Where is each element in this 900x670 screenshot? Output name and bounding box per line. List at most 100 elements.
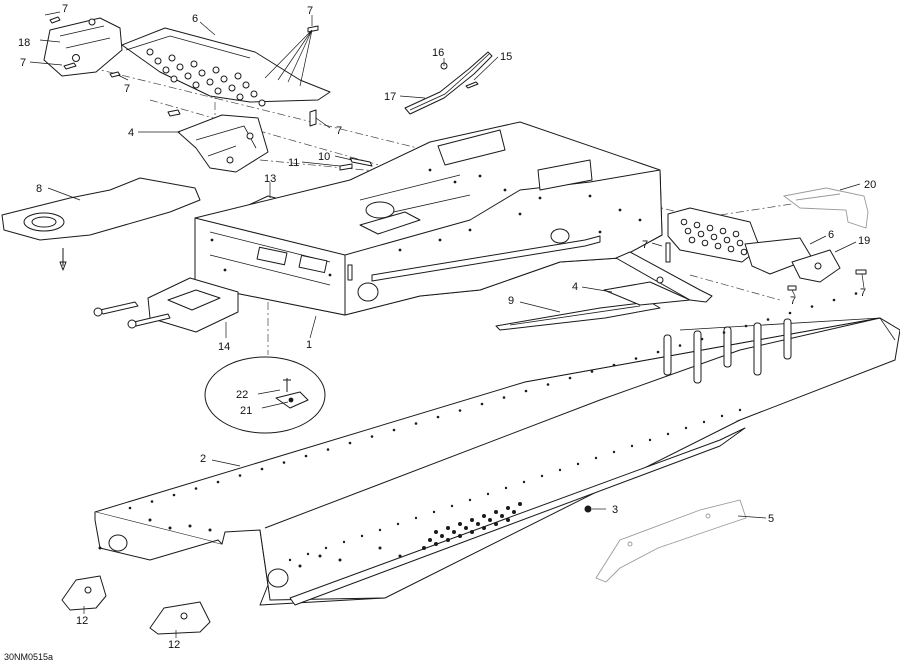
rivet-hole [170,75,178,83]
detail-circle-21-22 [204,356,326,434]
rivet-hole [500,514,504,518]
rivet-hole [438,238,442,242]
rivet-hole [854,292,858,295]
callout-7: 7 [642,239,648,251]
rivet-hole [727,245,735,253]
rivet-hole [148,518,152,522]
rivet-hole [568,376,572,380]
rivet-hole [414,516,418,520]
rivet-hole [648,438,652,442]
rivet-hole [453,180,457,184]
rivet-hole [398,248,402,252]
part-4-right-bracket [603,251,713,306]
rivet-hole [446,526,450,530]
rivet-hole [618,208,622,212]
rivet-hole [212,66,220,74]
rivet-hole [360,534,364,538]
rivet-hole [612,363,616,367]
rivet-hole [342,540,346,544]
rivet-hole [518,502,522,506]
rivet-hole [482,514,486,518]
rivet-hole [503,188,507,192]
rivet-hole [146,48,154,56]
callout-7: 7 [124,83,130,95]
rivet-hole [150,500,154,503]
rivet-hole [476,522,480,526]
rivet-hole [714,242,722,250]
part-9-side-strip [495,301,661,331]
rivet-hole [486,492,490,496]
rivet-hole [184,72,192,80]
rivet-hole [206,78,214,86]
rivet-hole [250,90,258,98]
rivet-hole [306,552,310,556]
rivet-hole [766,318,770,321]
rivet-hole [452,530,456,534]
rivet-hole [234,72,242,80]
rivet-hole [128,506,132,510]
rivet-hole [680,218,688,226]
rivet-hole [722,331,726,334]
rivet-hole [504,486,508,490]
rivet-hole [414,422,418,425]
rivet-hole [378,546,382,550]
rivet-hole [693,221,701,229]
rivet-hole [480,402,484,406]
rivet-hole [488,518,492,522]
rivet-hole [396,522,400,526]
rivet-hole [710,233,718,241]
rivet-hole [506,518,510,522]
rivet-hole [188,524,192,528]
rivet-hole [700,337,704,341]
rivet-hole [684,227,692,235]
rivet-hole [326,448,330,451]
part-17-rubber-strip [404,51,493,115]
part-19-bracket [791,249,841,283]
callout-5: 5 [768,513,774,525]
rivet-hole [494,522,498,526]
rivet-hole [788,311,792,315]
rivet-hole [468,498,472,502]
part-12-bracket-b [149,601,211,635]
rivet-hole [210,238,214,242]
rivet-hole [744,324,748,328]
part-14-bumper [93,277,239,333]
rivet-hole [666,432,670,436]
rivet-hole [338,558,342,562]
rivet-hole [298,564,302,568]
rivet-hole [398,554,402,558]
callout-21: 21 [240,405,252,417]
callout-6: 6 [828,229,834,241]
rivet-hole [588,194,592,198]
rivet-hole [428,538,432,542]
rivet-hole [220,75,228,83]
rivet-hole [176,63,184,71]
tunnel-cooling-slot [663,334,672,376]
rivet-hole [450,504,454,508]
rivet-hole [630,444,634,448]
rivet-hole [540,474,544,478]
part-4-upper-bracket [177,114,269,173]
callout-18: 18 [18,37,30,49]
rivet-hole [258,99,266,107]
fastener-screws [49,16,867,291]
rivet-hole [168,526,172,530]
rivet-hole [208,528,212,532]
callout-13: 13 [264,173,276,185]
rivet-hole [236,93,244,101]
rivet-hole [810,305,814,308]
part-2-tunnel [94,292,900,606]
rivet-hole [168,54,176,62]
rivet-hole [522,480,526,484]
rivet-hole [304,454,308,458]
rivet-hole [282,461,286,464]
rivet-hole [458,522,462,526]
rivet-hole [318,554,322,558]
rivet-hole [706,224,714,232]
rivet-hole [538,196,542,200]
rivet-hole [684,426,688,430]
rivet-hole [370,435,374,438]
callout-20: 20 [864,179,876,191]
rivet-hole [634,357,638,360]
part-3-rivet [584,505,592,513]
